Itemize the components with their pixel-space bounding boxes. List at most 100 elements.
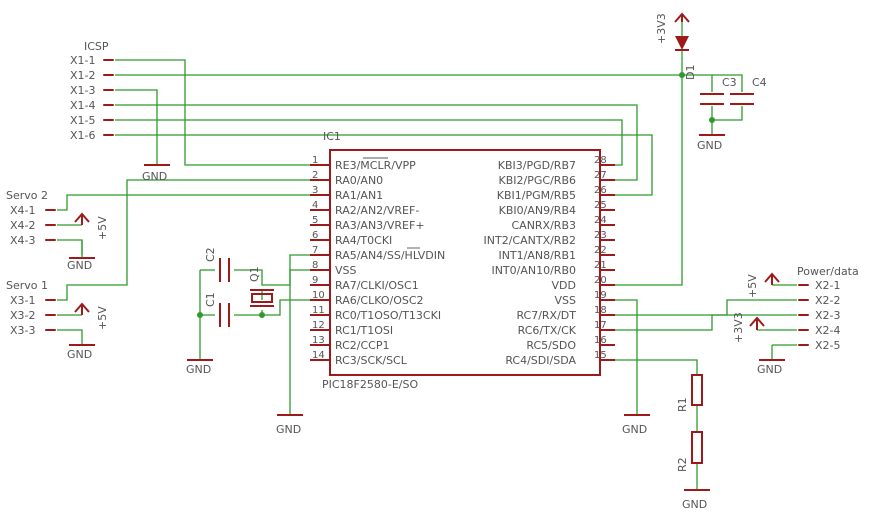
svg-text:+5V: +5V xyxy=(96,216,109,240)
svg-text:+3V3: +3V3 xyxy=(732,312,745,343)
connector-pin: X1-6 xyxy=(70,129,114,142)
ic1-pin: 24 CANRX/RB3 xyxy=(511,215,615,232)
connector-pin: X1-5 xyxy=(70,114,114,127)
junction-c3-c4 xyxy=(709,117,715,123)
servo1-connector: Servo 1 X3-1X3-2X3-3 xyxy=(6,279,56,337)
wire-vss-right xyxy=(615,299,638,415)
ic1-pin-label: RA6/CLKO/OSC2 xyxy=(335,294,424,307)
ic1-pin-number: 6 xyxy=(312,230,318,241)
wire-pgc xyxy=(115,104,638,181)
ic1-name: IC1 xyxy=(323,130,341,143)
ic1-pin-number: 19 xyxy=(594,290,607,301)
power-title: Power/data xyxy=(797,265,859,278)
wire-vdd xyxy=(615,75,683,286)
ic1-pin-number: 9 xyxy=(312,275,318,286)
ic1-pin-number: 20 xyxy=(594,275,607,286)
c2-label: C2 xyxy=(204,247,217,262)
servo2-connector: Servo 2 X4-1X4-2X4-3 xyxy=(6,189,56,247)
c1-label: C1 xyxy=(204,292,217,307)
ic1-pin-number: 14 xyxy=(312,350,325,361)
connector-pin: X4-1 xyxy=(10,204,56,217)
wire-servo1-gnd xyxy=(57,329,83,345)
r1-label: R1 xyxy=(676,397,689,412)
connector-pin: X3-1 xyxy=(10,294,56,307)
svg-text:GND: GND xyxy=(67,348,92,361)
wire-c4-top xyxy=(712,74,743,92)
servo2-title: Servo 2 xyxy=(6,189,48,202)
ic1-pin-label: VSS xyxy=(335,264,357,277)
connector-pin-label: X4-1 xyxy=(10,204,36,217)
ic1-pin-number: 26 xyxy=(594,185,607,196)
ic1-pin: 7 RA5/AN4/SS/HLVDIN xyxy=(310,245,445,262)
diode-icon xyxy=(675,36,689,50)
svg-text:GND: GND xyxy=(276,423,301,436)
gnd-icon: GND xyxy=(697,134,725,152)
wire-servo2-gnd xyxy=(57,239,83,255)
connector-pin-label: X2-3 xyxy=(815,309,841,322)
connector-pin: X2-3 xyxy=(798,309,841,322)
gnd-icon: GND xyxy=(186,359,213,376)
ic1-pin-label: KBI3/PGD/RB7 xyxy=(498,159,576,172)
ic1-pin-number: 2 xyxy=(312,170,318,181)
connector-pin: X3-2 xyxy=(10,309,56,322)
svg-text:+3V3: +3V3 xyxy=(655,13,668,44)
capacitor-c3: C3 xyxy=(700,76,737,105)
junction-vdd xyxy=(679,72,685,78)
icsp-pins: X1-1X1-2X1-3X1-4X1-5X1-6 xyxy=(70,54,114,142)
wire-osc1 xyxy=(234,269,310,286)
servo1-pins: X3-1X3-2X3-3 xyxy=(10,294,56,337)
connector-pin: X2-1 xyxy=(798,279,841,292)
ic1-pin-number: 10 xyxy=(312,290,325,301)
ic1-pin-number: 12 xyxy=(312,320,325,331)
connector-pin: X1-3 xyxy=(70,84,114,97)
ic1-pin-number: 13 xyxy=(312,335,325,346)
gnd-icon: GND xyxy=(67,344,95,361)
ic1-pin-label: RA5/AN4/SS/HLVDIN xyxy=(335,249,445,262)
ic1-pin-label: RC0/T1OSO/T13CKI xyxy=(335,309,441,322)
svg-text:GND: GND xyxy=(186,363,211,376)
capacitor-c4: C4 xyxy=(730,76,767,105)
ic1-pin-number: 4 xyxy=(312,200,318,211)
ic1-pin-label: RA2/AN2/VREF- xyxy=(335,204,419,217)
ic1-pin: 2 RA0/AN0 xyxy=(310,170,383,187)
ic1-pin-label: CANRX/RB3 xyxy=(511,219,576,232)
wire-c4-bot xyxy=(712,106,743,121)
wire-pgd xyxy=(115,119,623,166)
supply-5v-servo1-icon: +5V xyxy=(74,302,109,330)
supply-5v-servo2-icon: +5V xyxy=(74,212,109,240)
connector-pin: X3-3 xyxy=(10,324,56,337)
power-connector: Power/data X2-1X2-2X2-3X2-4X2-5 xyxy=(797,265,859,352)
d1-label: D1 xyxy=(684,65,697,80)
ic1-pin: 10 RA6/CLKO/OSC2 xyxy=(310,290,424,307)
ic1-pin-label: KBI2/PGC/RB6 xyxy=(499,174,576,187)
ic1-pin-label: RC3/SCK/SCL xyxy=(335,354,408,367)
svg-text:GND: GND xyxy=(757,363,782,376)
connector-pin: X1-1 xyxy=(70,54,114,67)
ic1-pin-number: 7 xyxy=(312,245,318,256)
ic1-pin-label: RA0/AN0 xyxy=(335,174,383,187)
connector-pin: X4-3 xyxy=(10,234,56,247)
connector-pin-label: X1-2 xyxy=(70,69,96,82)
svg-text:GND: GND xyxy=(142,170,167,183)
ic1-pin-number: 16 xyxy=(594,335,607,346)
connector-pin: X1-4 xyxy=(70,99,114,112)
power-pins: X2-1X2-2X2-3X2-4X2-5 xyxy=(798,279,841,352)
ic1-pin-label: RC1/T1OSI xyxy=(335,324,393,337)
ic1-pin-number: 24 xyxy=(594,215,607,226)
connector-pin-label: X3-1 xyxy=(10,294,36,307)
